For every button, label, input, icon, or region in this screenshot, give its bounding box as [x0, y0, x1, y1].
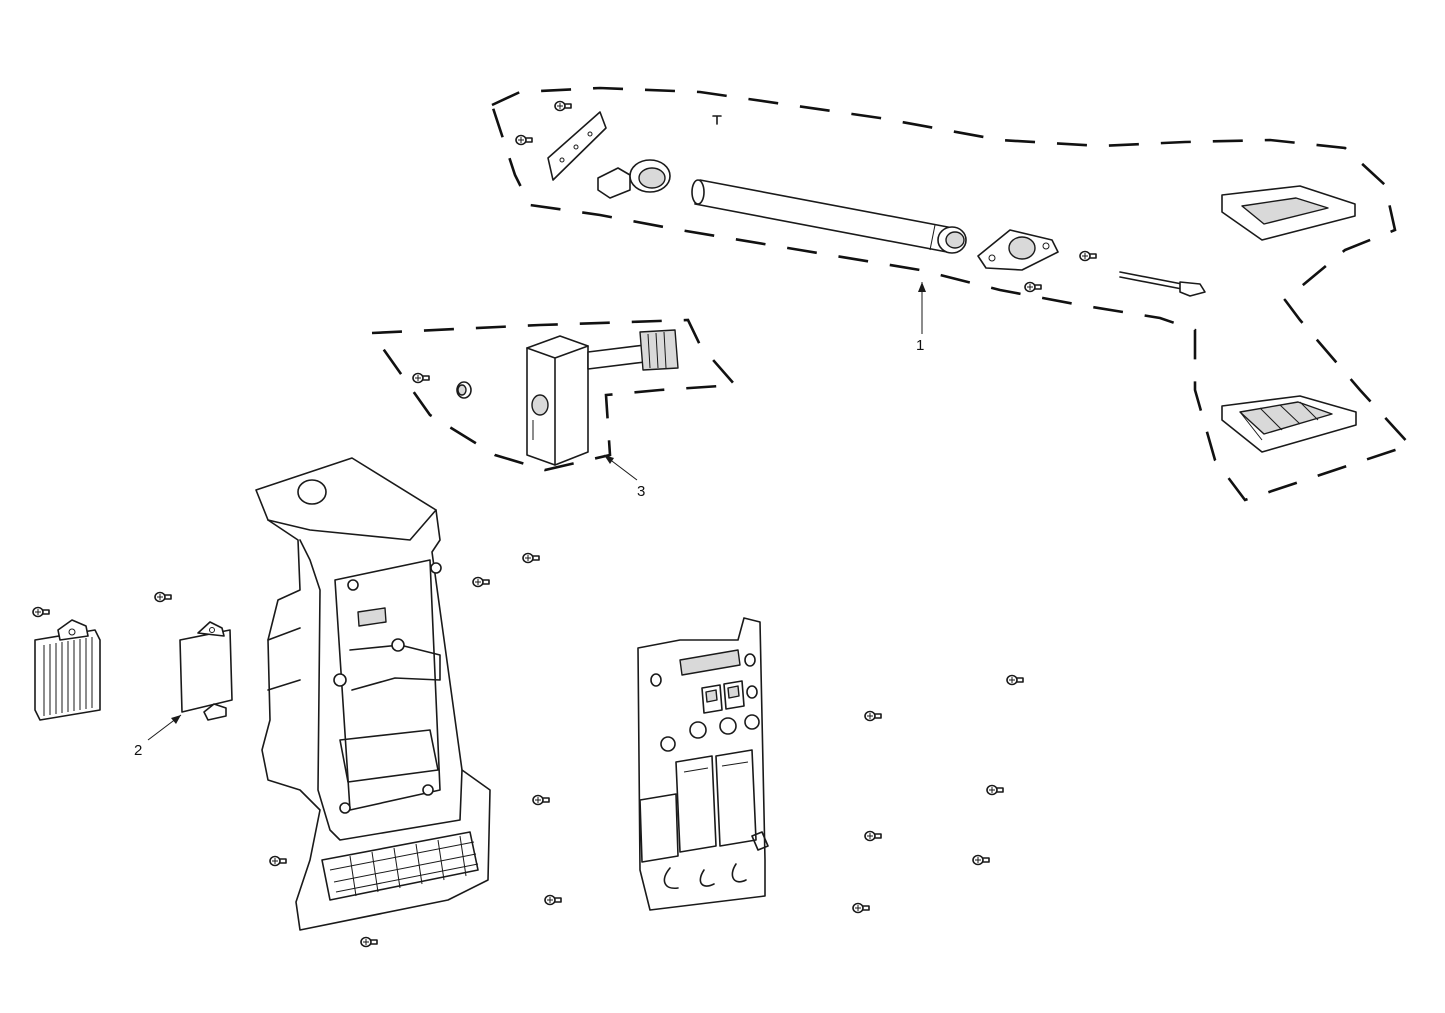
screw-icon [522, 552, 540, 564]
tube-clamp [597, 159, 671, 199]
ribbon-connector [587, 329, 679, 371]
switch-module-group: 3 [369, 318, 738, 500]
pivot-bracket [977, 229, 1059, 271]
screw-icon [515, 134, 533, 146]
mounting-plate [547, 111, 607, 181]
callout-label-3: 3 [637, 483, 645, 500]
screw-icon [972, 854, 990, 866]
dashed-outline-handle-group [490, 86, 1413, 502]
screw-icon [1079, 250, 1097, 262]
screw-icon [32, 606, 50, 618]
handle-assembly-group: 1 [490, 86, 1413, 502]
screw-icon [154, 591, 172, 603]
callout-3: 3 [603, 454, 645, 500]
screw-icon [554, 100, 572, 112]
callout-1: 1 [916, 282, 926, 354]
handle-tube [691, 179, 967, 254]
screw-icon [544, 894, 562, 906]
handle-grip-bottom [1221, 395, 1357, 453]
screw-icon [360, 936, 378, 948]
pin-icon [712, 115, 722, 125]
spacer [456, 381, 472, 399]
screw-icon [852, 902, 870, 914]
screw-icon [986, 784, 1004, 796]
heat-sink-module [34, 619, 101, 721]
screw-icon [412, 372, 430, 384]
screw-icon [864, 830, 882, 842]
screw-icon [1006, 674, 1024, 686]
callout-label-2: 2 [134, 742, 142, 759]
screw-icon [1024, 281, 1042, 293]
callout-label-1: 1 [916, 337, 924, 354]
handle-grip-top [1221, 185, 1356, 241]
control-panel [637, 617, 769, 911]
locking-pin [1119, 271, 1206, 297]
main-housing-frame [255, 457, 491, 931]
screw-icon [472, 576, 490, 588]
callout-2: 2 [134, 714, 182, 759]
screw-icon [864, 710, 882, 722]
switch-housing [526, 335, 589, 466]
rectifier-module [179, 621, 233, 721]
screw-icon [532, 794, 550, 806]
screw-icon [269, 855, 287, 867]
